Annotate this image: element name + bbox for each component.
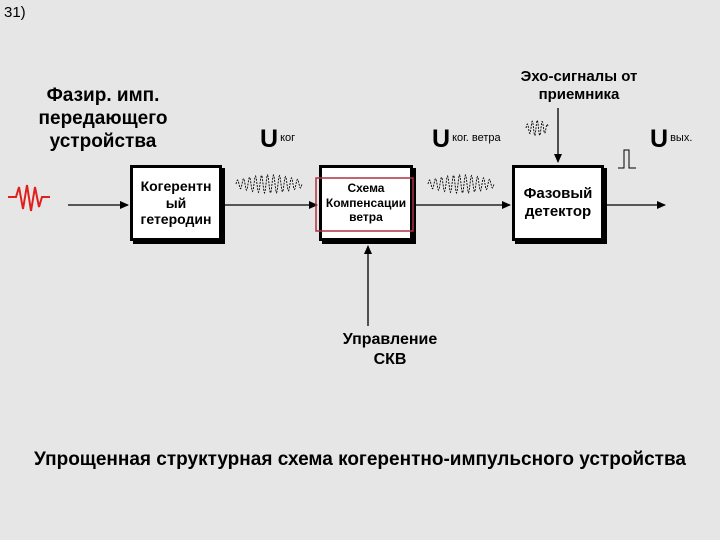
input-pulse-icon — [8, 184, 50, 212]
u-out-label: U вых. — [650, 127, 692, 152]
compensation-highlight-frame — [315, 177, 414, 232]
coherent-wave-icon — [235, 173, 303, 195]
echo-wave-icon — [525, 119, 549, 136]
input-pulse-label: Фазир. имп. передающего устройства — [38, 85, 168, 153]
slide-number: 31) — [4, 4, 26, 21]
control-label: Управление СКВ — [342, 331, 438, 368]
u-coh-subscript: ког — [280, 132, 296, 144]
output-pulse-icon — [618, 149, 636, 169]
wind-compensation-label: Схема Компенсации ветра — [325, 181, 407, 225]
echo-signals-label: Эхо-сигналы от приемника — [520, 68, 638, 104]
u-out-subscript: вых. — [670, 132, 693, 144]
diagram-caption: Упрощенная структурная схема когерентно-… — [34, 449, 686, 470]
u-coh-wind-label: U ког. ветра — [432, 127, 501, 152]
phase-detector-label: Фазовый детектор — [523, 185, 593, 220]
coherent-oscillator-block: Когерентн ый гетеродин — [130, 165, 222, 241]
coherent-oscillator-label: Когерентн ый гетеродин — [140, 177, 212, 228]
u-coh-symbol: U — [260, 125, 279, 153]
u-coh-label: U ког — [260, 127, 295, 152]
u-coh-wind-subscript: ког. ветра — [452, 132, 501, 144]
phase-detector-block: Фазовый детектор — [512, 165, 604, 241]
u-out-symbol: U — [650, 125, 669, 153]
u-coh-wind-symbol: U — [432, 125, 451, 153]
wind-wave-icon — [427, 173, 495, 195]
